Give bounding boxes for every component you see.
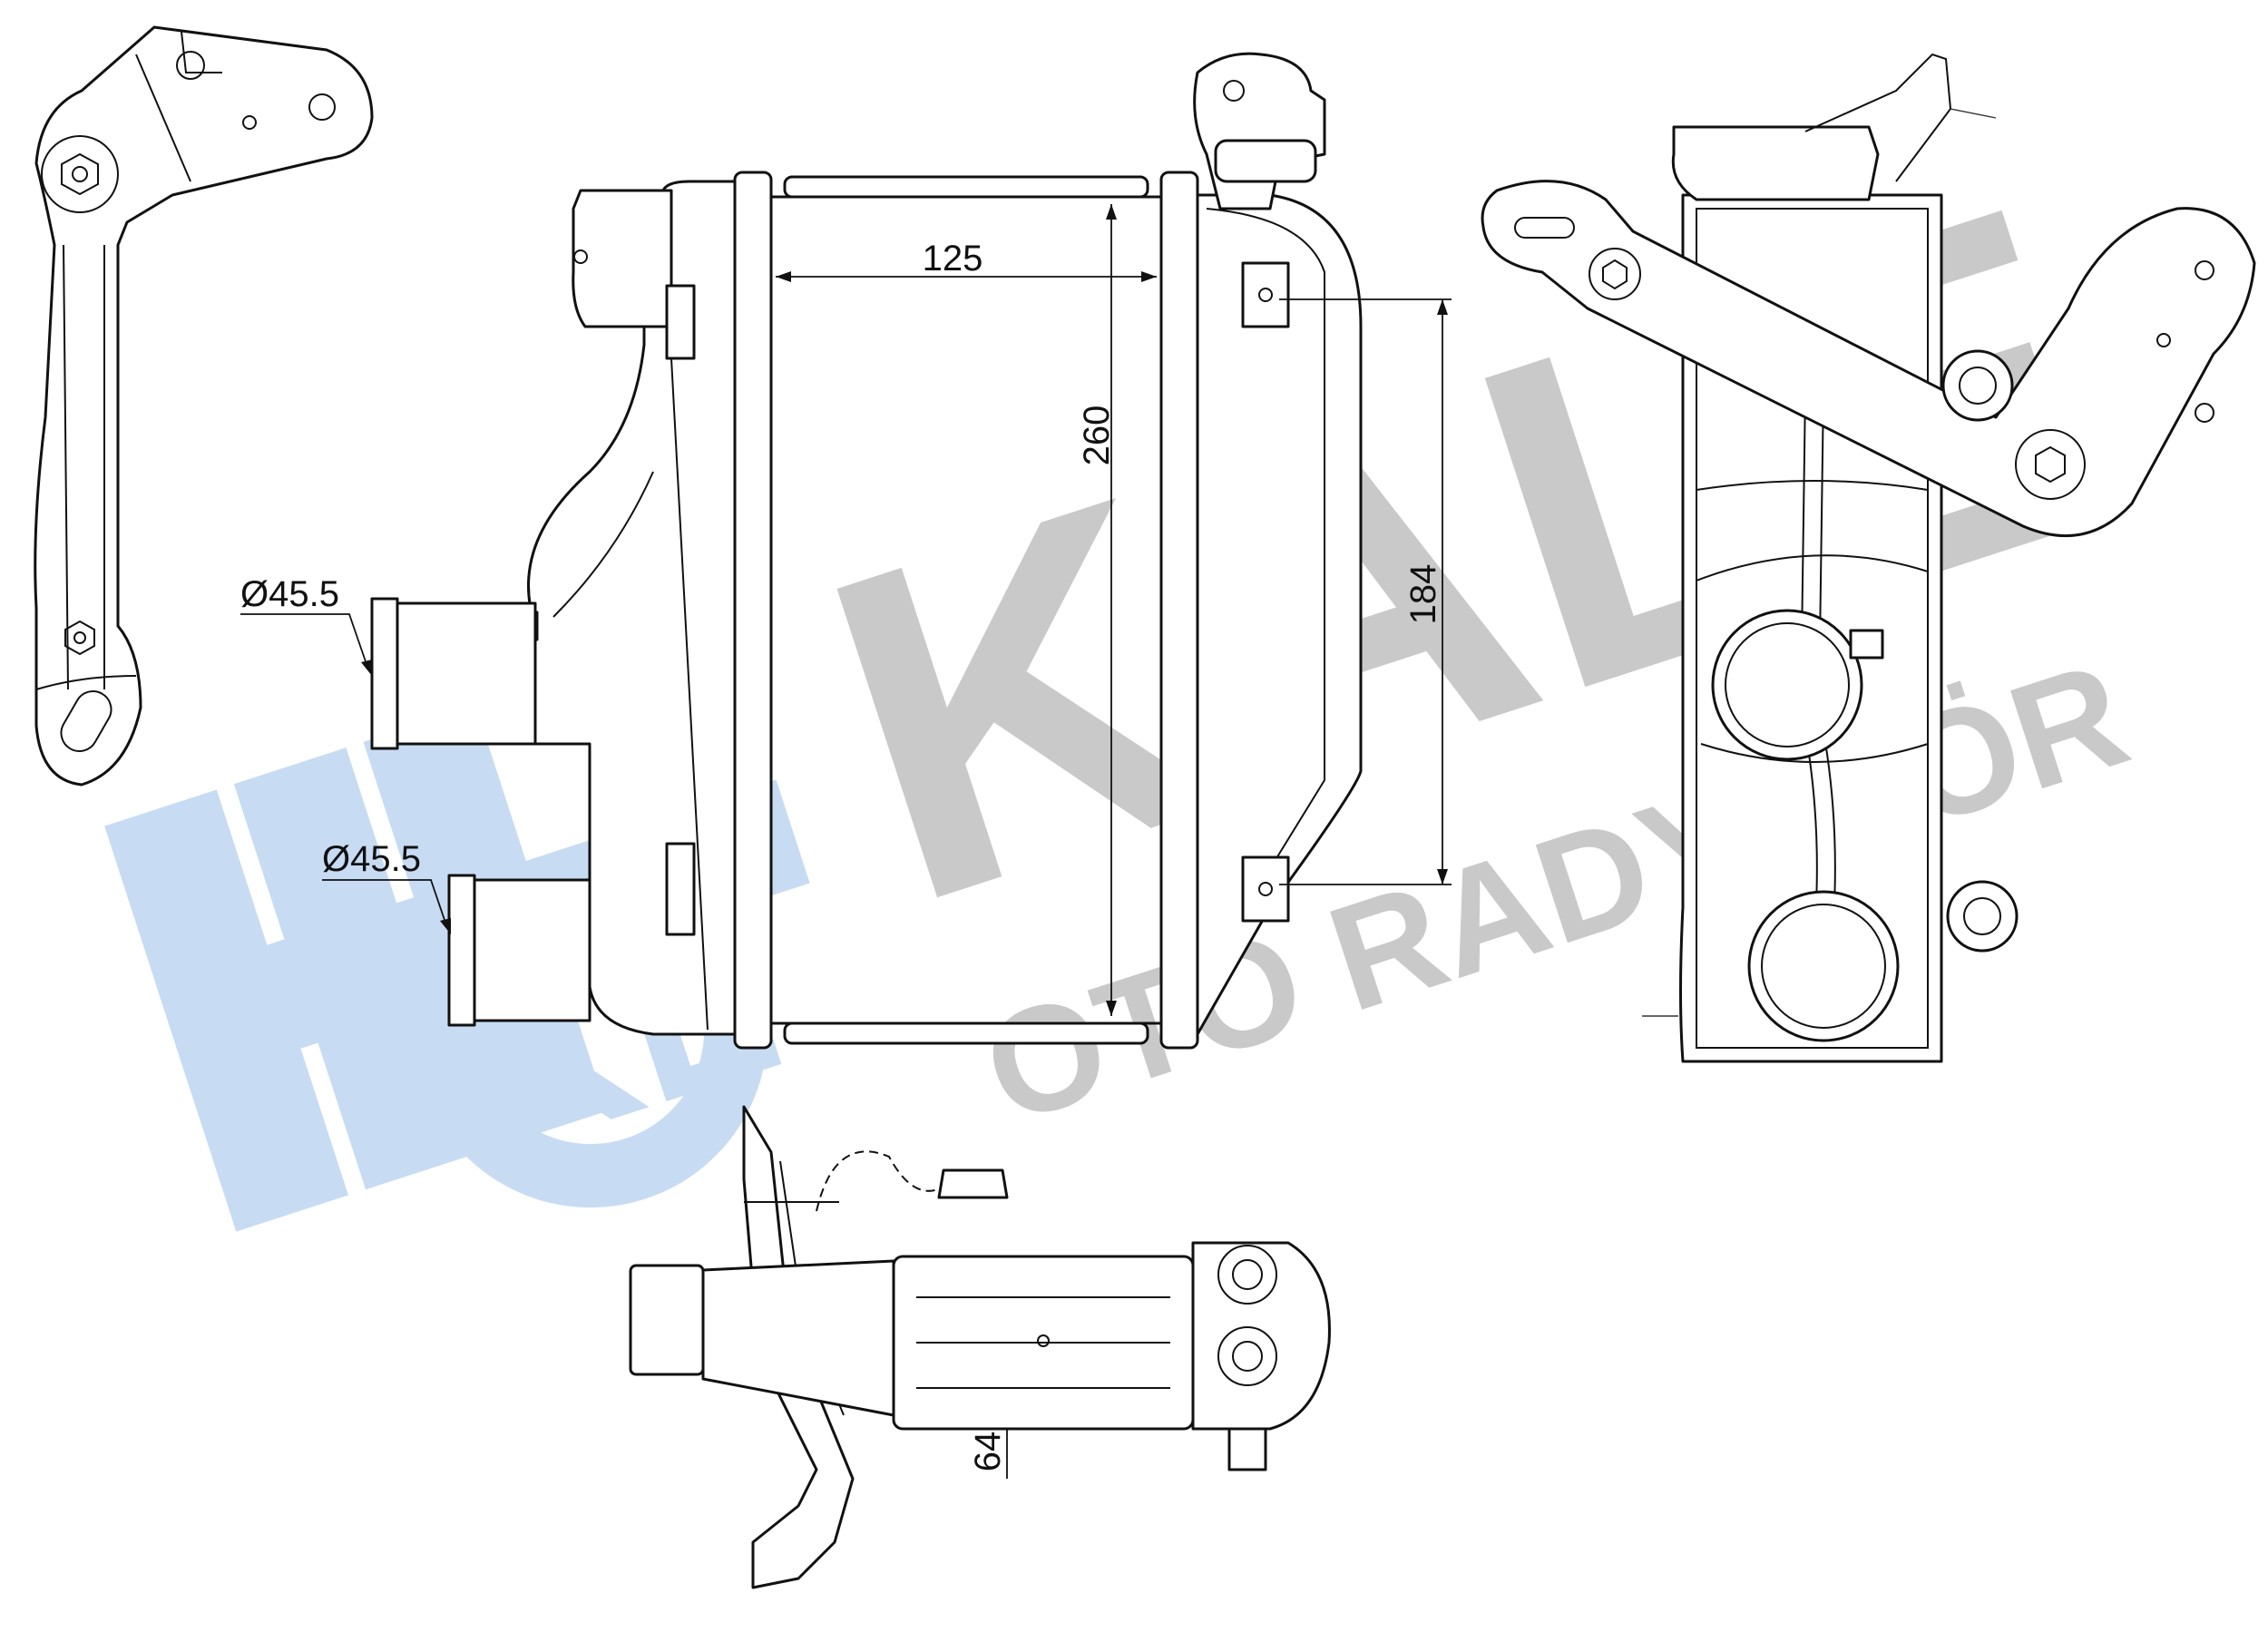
bottom-bolt-2 xyxy=(1232,1341,1263,1372)
bracket-hole-2 xyxy=(308,93,336,121)
bracket-hole-1 xyxy=(176,51,205,80)
bracket-notch xyxy=(181,31,222,73)
side-arm-slot xyxy=(1514,217,1575,239)
front-view: 125 260 184 Ø45.5 Ø45.5 xyxy=(240,52,1452,1050)
bracket-edge xyxy=(35,675,137,690)
dim-core-height: 260 xyxy=(1077,406,1117,466)
sensor-body xyxy=(1214,139,1317,183)
lower-boss-hole xyxy=(1258,882,1273,896)
side-lower-port-inner xyxy=(1761,904,1886,1029)
side-arm-bolt-hex xyxy=(1602,259,1628,290)
left-mount xyxy=(572,189,673,328)
bottom-end-tank xyxy=(1191,1241,1331,1431)
side-arm-hole-2 xyxy=(2195,403,2214,423)
side-arm-hole-3 xyxy=(2156,333,2171,347)
core xyxy=(769,195,1163,1025)
bottom-nut xyxy=(937,1168,1009,1199)
side-boss-upper-inner xyxy=(1959,367,1997,405)
bracket-bolt-center xyxy=(72,166,88,182)
dim-mount-spacing: 184 xyxy=(1403,564,1443,625)
bottom-inlet-flange xyxy=(629,1264,705,1376)
side-boss-upper xyxy=(1941,349,2014,422)
left-tank-rib xyxy=(552,471,654,618)
inlet-flange xyxy=(370,597,399,750)
side-boss-lower xyxy=(1946,880,2019,953)
upper-boss-hole xyxy=(1258,288,1273,302)
side-view xyxy=(1481,53,2256,1063)
side-upper-port-inner xyxy=(1725,622,1850,748)
clip-1 xyxy=(665,284,696,360)
bracket-slot xyxy=(60,690,112,752)
bracket-rib-left xyxy=(63,244,69,690)
bottom-bolt-2-ring xyxy=(1217,1326,1277,1386)
bracket-bolt-hex xyxy=(61,152,99,196)
side-arm-lower-ring xyxy=(2015,429,2086,500)
bracket-outline xyxy=(34,25,374,787)
bracket-lower-nut xyxy=(64,620,95,656)
dim-leader-inlet xyxy=(240,613,368,668)
side-arm-bolt-ring xyxy=(1589,248,1641,300)
side-upper-port xyxy=(1711,609,1863,761)
bracket-detail xyxy=(34,25,374,787)
top-bar xyxy=(783,175,1149,199)
dim-inlet-diameter: Ø45.5 xyxy=(240,574,339,614)
bracket-bolt-ring xyxy=(41,135,119,213)
side-boss-lower-inner xyxy=(1963,897,2001,935)
bottom-dashed-wire xyxy=(816,1150,949,1212)
bottom-core-center xyxy=(1037,1334,1050,1347)
side-top-box xyxy=(1671,125,1880,201)
side-wire xyxy=(1950,108,1997,119)
right-tank-contour xyxy=(1206,208,1325,899)
side-arm-hole-1 xyxy=(2195,260,2214,280)
bottom-bolt-1-ring xyxy=(1217,1245,1277,1305)
side-arm-bracket xyxy=(1481,180,2256,538)
bottom-inlet-pipe xyxy=(701,1259,895,1417)
left-mount-hole xyxy=(573,249,588,264)
bottom-bolt-1 xyxy=(1232,1259,1263,1290)
right-tank xyxy=(1196,193,1363,1036)
bottom-bar xyxy=(783,1021,1149,1045)
dim-outlet-diameter: Ø45.5 xyxy=(322,839,421,879)
sensor-bracket xyxy=(1193,52,1326,210)
dim-core-depth: 64 xyxy=(968,1432,1008,1472)
upper-boss xyxy=(1241,261,1290,328)
sensor-bracket-hole xyxy=(1223,80,1245,102)
bottom-view: 64 xyxy=(629,1105,1331,1589)
dim-leader-outlet xyxy=(322,879,447,926)
dim-core-width: 125 xyxy=(923,239,983,279)
side-lower-port xyxy=(1747,890,1900,1042)
side-arm-lower-hex xyxy=(2035,445,2066,484)
right-side-plate xyxy=(1159,171,1199,1050)
side-tank-inner xyxy=(1696,208,1929,1049)
lower-boss xyxy=(1241,855,1290,923)
side-wire-bracket xyxy=(1804,53,1952,182)
outlet-flange xyxy=(447,874,476,1027)
side-tank-seam-3 xyxy=(1700,743,1929,763)
bottom-lower-tab xyxy=(1227,1427,1267,1471)
bracket-hole-3 xyxy=(242,115,257,130)
side-upper-tab xyxy=(1849,629,1884,660)
side-tank-seam-1 xyxy=(1696,480,1929,491)
clip-2 xyxy=(665,842,696,936)
left-side-plate xyxy=(733,171,773,1050)
bracket-lower-nut-center xyxy=(73,631,86,644)
inlet-pipe xyxy=(375,601,537,746)
bracket-fold xyxy=(135,54,191,182)
side-tank-seam-2 xyxy=(1696,554,1929,582)
